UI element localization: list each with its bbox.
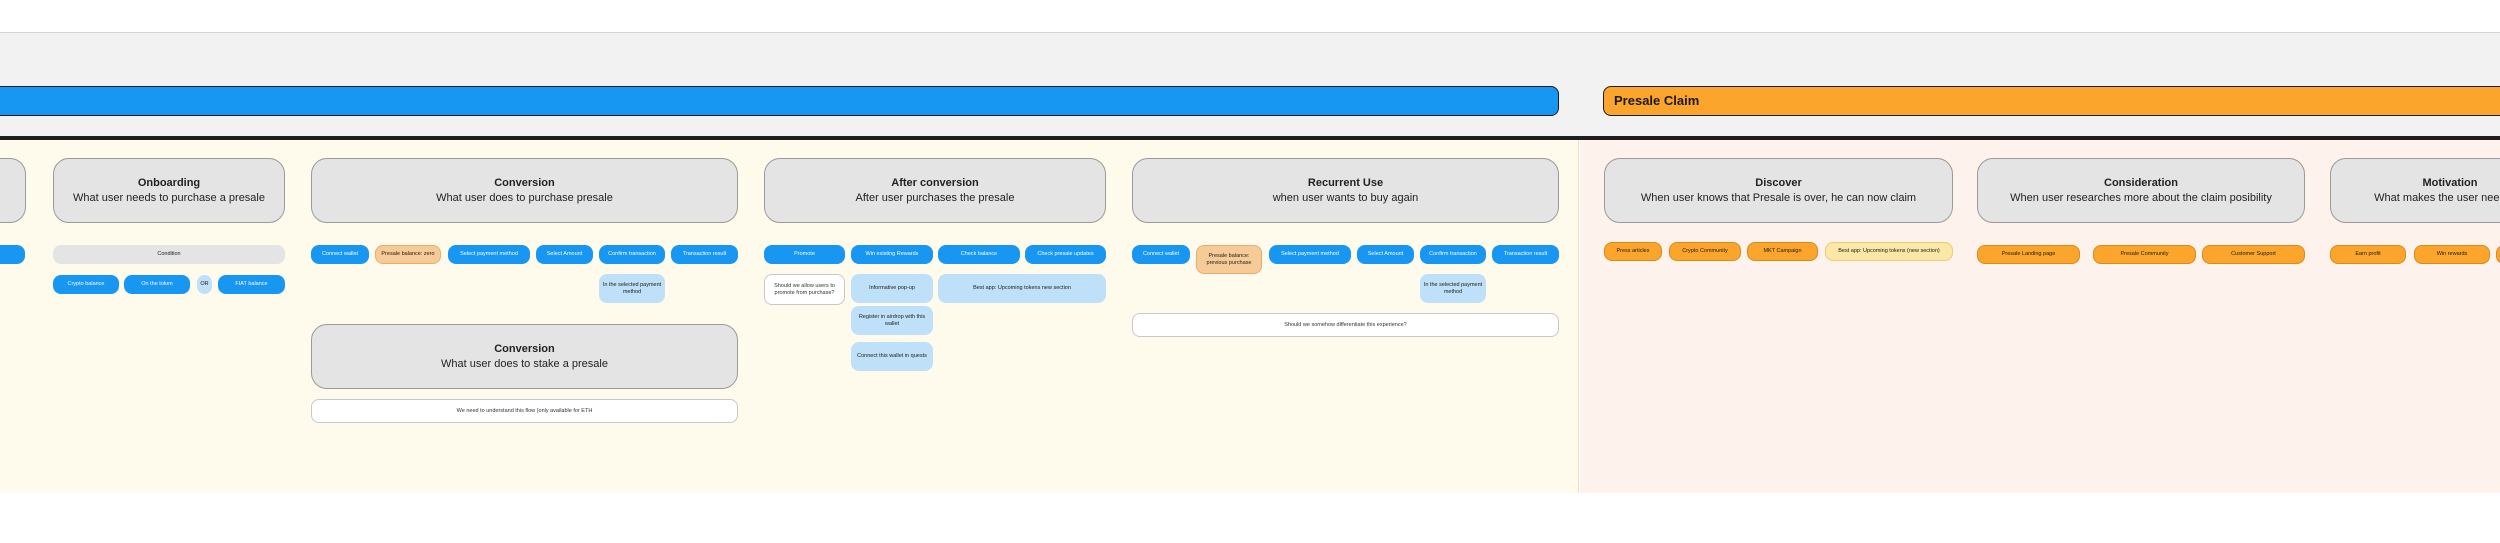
note-should-allow-promote: Should we allow users to promote from pu… [764, 274, 845, 305]
note-stake-flow: We need to understand this flow (only av… [311, 399, 738, 423]
stage-title-motivation: Motivation [2422, 176, 2478, 189]
chip-connect-wallet[interactable]: Connect wallet [311, 245, 369, 264]
chip-transaction-result[interactable]: Transaction result [671, 245, 738, 264]
stage-title-recurrent-use: Recurrent Use [1307, 176, 1384, 189]
stage-subtitle-after-conversion: After user purchases the presale [855, 191, 1015, 204]
phase-bar-presale-claim[interactable]: Presale Claim [1603, 86, 2500, 116]
stage-card-discover[interactable]: Discover When user knows that Presale is… [1604, 158, 1953, 223]
stage-title-consideration: Consideration [2104, 176, 2178, 189]
stage-subtitle-conversion: What user does to purchase presale [436, 191, 613, 204]
chip-confirm-transaction[interactable]: Confirm transaction [599, 245, 665, 264]
stage-title-discover: Discover [1755, 176, 1802, 189]
stage-card-conversion-stake[interactable]: Conversion What user does to stake a pre… [311, 324, 738, 389]
chip-presale-landing-page[interactable]: Presale Landing page [1977, 245, 2080, 264]
chip-recurrent-select-amount[interactable]: Select Amount [1357, 245, 1414, 264]
stage-subtitle-motivation: What makes the user need this [2374, 191, 2500, 204]
chip-select-payment[interactable]: Select payment method [448, 245, 530, 264]
chip-check-balance[interactable]: Check balance [938, 245, 1020, 264]
chip-earn-profit[interactable]: Earn profit [2330, 245, 2406, 264]
chip-crypto-community[interactable]: Crypto Community [1669, 242, 1741, 261]
chip-condition[interactable]: Condition [53, 245, 285, 264]
stage-card-onboarding[interactable]: Onboarding What user needs to purchase a… [53, 158, 285, 223]
chip-presale-community[interactable]: Presale Community [2093, 245, 2196, 264]
chip-customer-support[interactable]: Customer Support [2202, 245, 2305, 264]
stage-subtitle-conversion-stake: What user does to stake a presale [441, 357, 608, 370]
chip-best-app[interactable]: Best app: Upcoming tokens new section [938, 274, 1106, 303]
stage-subtitle-discover: When user knows that Presale is over, he… [1640, 191, 1917, 204]
chip-check-updates[interactable]: Check presale updates [1025, 245, 1106, 264]
phase-label-presale-claim: Presale Claim [1614, 93, 1700, 108]
chip-recurrent-confirm-transaction[interactable]: Confirm transaction [1420, 245, 1486, 264]
chip-connect-quests[interactable]: Connect this wallet in quests [851, 342, 933, 371]
stage-title-conversion: Conversion [494, 176, 555, 189]
chip-crypto-balance[interactable]: Crypto balance [53, 275, 119, 294]
stage-card-motivation[interactable]: Motivation What makes the user need this [2330, 158, 2500, 223]
chip-win-rewards-claim[interactable]: Win rewards [2414, 245, 2490, 264]
chip-presale-balance-zero[interactable]: Presale balance: zero [375, 245, 441, 264]
stage-title-onboarding: Onboarding [137, 176, 201, 189]
stage-subtitle-consideration: When user researches more about the clai… [2010, 191, 2272, 204]
stage-card-recurrent-use[interactable]: Recurrent Use when user wants to buy aga… [1132, 158, 1559, 223]
stage-subtitle-recurrent-use: when user wants to buy again [1272, 191, 1419, 204]
stage-card-conversion[interactable]: Conversion What user does to purchase pr… [311, 158, 738, 223]
chip-register-airdrop[interactable]: Register in airdrop with this wallet [851, 306, 933, 335]
chip-press-articles[interactable]: Press articles [1604, 242, 1662, 261]
chip-recurrent-transaction-result[interactable]: Transaction result [1492, 245, 1559, 264]
chip-mkt-campaign[interactable]: MKT Campaign [1747, 242, 1818, 261]
chip-discover-best-app[interactable]: Best app: Upcoming tokens (new section) [1825, 242, 1953, 261]
stage-title-conversion-stake: Conversion [494, 342, 555, 355]
stage-subtitle-onboarding: What user needs to purchase a presale [72, 191, 265, 204]
chip-or: OR [197, 275, 212, 294]
stage-card-after-conversion[interactable]: After conversion After user purchases th… [764, 158, 1106, 223]
stage-title-after-conversion: After conversion [891, 176, 979, 189]
top-border [0, 32, 2500, 33]
chip-fiat-balance[interactable]: FIAT balance [218, 275, 285, 294]
phase-header-band [0, 33, 2500, 136]
chip-selected-payment[interactable]: In the selected payment method [599, 274, 665, 303]
chip-recurrent-connect-wallet[interactable]: Connect wallet [1132, 245, 1190, 264]
chip-informative-popup[interactable]: Informative pop-up [851, 274, 933, 303]
chip-partial[interactable] [0, 245, 25, 264]
chip-select-amount[interactable]: Select Amount [536, 245, 593, 264]
phase-bar-purchase[interactable] [0, 86, 1559, 116]
chip-on-token[interactable]: On the token [124, 275, 190, 294]
stage-card-consideration[interactable]: Consideration When user researches more … [1977, 158, 2305, 223]
section-divider [0, 136, 2500, 140]
chip-promote[interactable]: Promote [764, 245, 845, 264]
chip-recurrent-selected-payment[interactable]: In the selected payment method [1420, 274, 1486, 303]
chip-presale-balance-previous[interactable]: Presale balance: previous purchase [1196, 245, 1262, 274]
chip-recurrent-select-payment[interactable]: Select payment method [1269, 245, 1351, 264]
stage-card-partial[interactable] [0, 158, 26, 223]
chip-win-rewards[interactable]: Win existing Rewards [851, 245, 933, 264]
note-differentiate-experience: Should we somehow differentiate this exp… [1132, 313, 1559, 337]
